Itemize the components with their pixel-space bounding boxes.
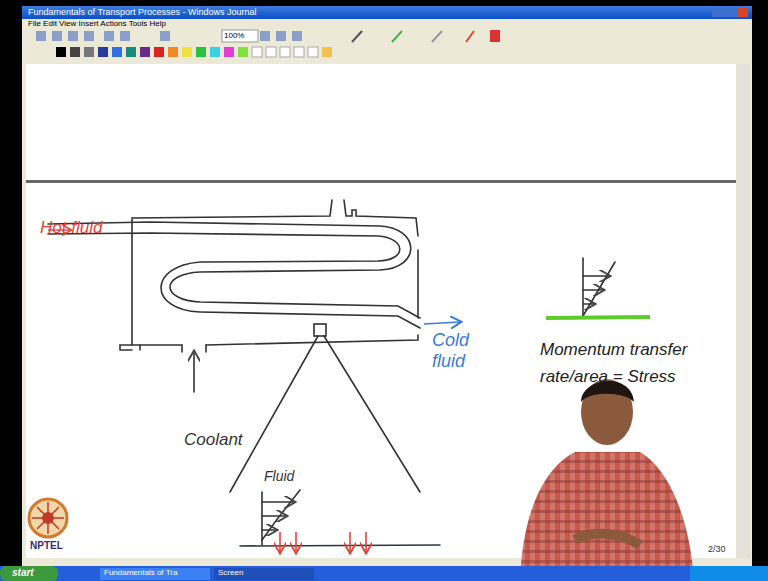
taskbar-item: Screen [218, 568, 243, 577]
zoom-value: 100% [224, 31, 244, 40]
coolant-label: Coolant [184, 430, 243, 450]
page-number: 2/30 [708, 544, 726, 554]
start-button: start [12, 567, 34, 579]
window-title: Fundamentals of Transport Processes - Wi… [28, 7, 257, 17]
taskbar-item: Fundamentals of Tra [104, 568, 177, 577]
hot-fluid-label: Hot fluid [40, 218, 102, 238]
logo-text: NPTEL [30, 540, 63, 552]
cold-fluid-label: Cold fluid [432, 330, 494, 371]
fluid-label: Fluid [264, 468, 294, 484]
stress-note: Momentum transfer rate/area = Stress [540, 336, 710, 390]
menu-bar: File Edit View Insert Actions Tools Help [28, 19, 166, 28]
